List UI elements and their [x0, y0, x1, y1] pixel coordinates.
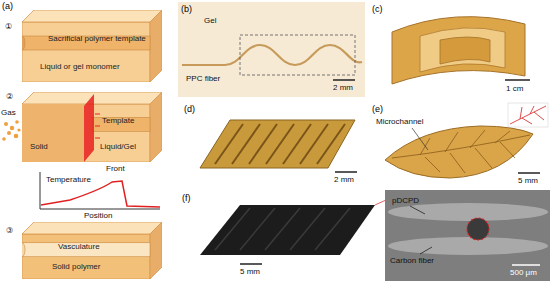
figure-label: 2 mm	[334, 175, 354, 184]
figure-label: Gas	[1, 108, 16, 117]
figure-label: Front	[106, 164, 125, 173]
gas-particles	[2, 120, 20, 141]
figure-label: Microchannel	[376, 117, 424, 126]
figure-label: ③	[6, 226, 13, 235]
figure-label: 5 mm	[240, 267, 260, 276]
figure-label: 5 mm	[518, 176, 538, 185]
block-label: Liquid or gel monomer	[40, 62, 120, 71]
panel-e-photo	[385, 103, 548, 178]
process-block: Solid TemplateLiquid/Gel	[22, 92, 162, 162]
panel-letter: (a)	[2, 1, 13, 11]
panel-d-photo	[200, 120, 357, 172]
panel-f-photo	[200, 190, 550, 281]
block-label: Solid	[30, 142, 48, 151]
panel-letter: (f)	[182, 193, 191, 203]
figure-label: pDCPD	[392, 196, 419, 205]
block-shape	[22, 10, 162, 82]
block-label: Liquid/Gel	[100, 142, 136, 151]
figure-label: Gel	[204, 16, 216, 25]
process-block: Sacrificial polymer templateLiquid or ge…	[22, 10, 162, 82]
temperature-plot	[40, 172, 160, 209]
panel-letter: (e)	[372, 104, 383, 114]
figure-label: PPC fiber	[186, 74, 220, 83]
block-label: Solid polymer	[52, 262, 100, 271]
figure-label: 2 mm	[333, 83, 353, 92]
panel-b-photo	[178, 2, 365, 97]
figure-label: ②	[6, 92, 13, 101]
figure-label: 500 μm	[510, 268, 537, 277]
figure-label: Temperature	[46, 175, 91, 184]
panel-c-photo	[392, 17, 530, 84]
figure-label: ①	[5, 22, 12, 31]
figure-label: Carbon fiber	[390, 256, 434, 265]
block-label: Sacrificial polymer template	[48, 34, 146, 43]
process-block: VasculatureSolid polymer	[22, 222, 162, 279]
block-label: Vasculature	[58, 242, 100, 251]
figure-label: Position	[84, 211, 112, 220]
panel-letter: (d)	[184, 104, 195, 114]
block-shape	[22, 92, 162, 162]
figure-label: 1 cm	[506, 84, 523, 93]
panel-letter: (c)	[372, 4, 383, 14]
block-label: Template	[102, 116, 134, 125]
panel-letter: (b)	[181, 4, 192, 14]
